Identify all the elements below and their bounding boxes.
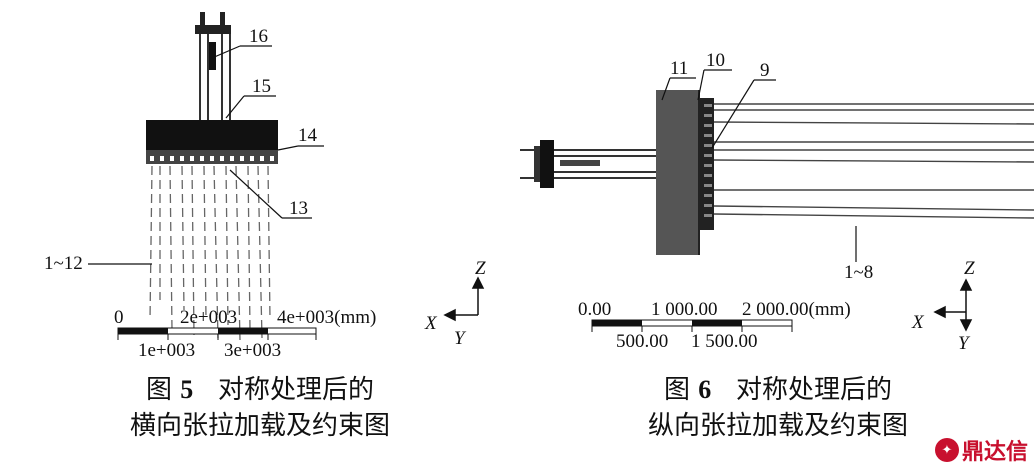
anchor-block-10 <box>698 90 700 255</box>
watermark: ✦ 鼎达信 <box>934 434 1028 466</box>
caption-prefix: 图 <box>145 375 172 405</box>
axis-z: Z <box>964 258 975 279</box>
figure-5: 16 15 14 13 1~12 0 2e+003 4e+003(mm) 1e+… <box>44 12 486 444</box>
caption-line-1: 图 5 对称处理后的 <box>60 372 460 408</box>
caption-number: 5 <box>180 375 194 404</box>
anchor-block-11 <box>656 90 698 255</box>
jack <box>209 42 216 70</box>
leader-15 <box>225 95 245 119</box>
axes-triad <box>443 276 485 322</box>
strands <box>713 103 1034 219</box>
anchor-block <box>146 120 278 150</box>
logo-icon: ✦ <box>934 438 959 462</box>
anchor-holes <box>150 156 274 161</box>
scale-top-2: 4e+003(mm) <box>277 307 377 328</box>
jack-inner <box>560 160 600 166</box>
axis-y: Y <box>958 333 969 354</box>
scale-top-0: 0 <box>114 307 124 328</box>
figure-6: 11 10 9 1~8 0.00 1 000.00 2 000.00(mm) 5… <box>520 0 1034 472</box>
scale-bottom-0: 500.00 <box>616 331 669 352</box>
caption-title-1: 对称处理后的 <box>736 375 893 405</box>
label-1-8: 1~8 <box>844 262 874 283</box>
leader-9 <box>711 79 755 149</box>
axis-x: X <box>425 313 437 334</box>
label-13: 13 <box>289 198 308 219</box>
scale-top-1: 1 000.00 <box>651 299 718 320</box>
figure-5-drawing <box>88 12 485 341</box>
caption-number: 6 <box>698 375 712 404</box>
label-11: 11 <box>670 58 689 79</box>
scale-top-2: 2 000.00(mm) <box>742 299 851 320</box>
figure-5-caption: 图 5 对称处理后的 横向张拉加载及约束图 <box>60 372 460 444</box>
figure-6-drawing <box>520 69 1034 332</box>
axis-x: X <box>912 312 924 333</box>
connector-pin-right <box>220 12 225 25</box>
jack-cap <box>534 146 540 182</box>
label-16: 16 <box>249 26 268 47</box>
strands <box>149 165 271 341</box>
axis-z: Z <box>475 258 486 279</box>
axes-triad <box>933 278 973 332</box>
scale-top-0: 0.00 <box>578 299 612 320</box>
caption-line-2: 横向张拉加载及约束图 <box>129 411 390 441</box>
leader-11 <box>661 77 671 101</box>
watermark-text: 鼎达信 <box>961 440 1028 465</box>
scale-bar <box>591 319 793 332</box>
label-10: 10 <box>706 50 725 71</box>
caption-prefix: 图 <box>663 375 690 405</box>
caption-title-1: 对称处理后的 <box>218 375 375 405</box>
leader-16 <box>211 45 241 59</box>
caption-line-2: 纵向张拉加载及约束图 <box>647 411 908 441</box>
scale-bottom-1: 1 500.00 <box>691 331 758 352</box>
top-connector <box>195 25 231 34</box>
label-14: 14 <box>298 125 317 146</box>
scale-top-1: 2e+003 <box>180 307 238 328</box>
plate-ribs <box>704 104 712 217</box>
axis-y: Y <box>454 328 465 349</box>
leader-14 <box>277 145 299 151</box>
leader-10 <box>697 69 705 101</box>
scale-bottom-0: 1e+003 <box>138 340 196 361</box>
label-15: 15 <box>252 76 271 97</box>
leader-13 <box>229 169 283 219</box>
label-1-12: 1~12 <box>44 253 83 274</box>
figure-6-caption: 图 6 对称处理后的 纵向张拉加载及约束图 <box>578 372 978 444</box>
label-9: 9 <box>760 60 770 81</box>
scale-bar <box>117 327 317 340</box>
scale-bottom-1: 3e+003 <box>224 340 282 361</box>
caption-line-1: 图 6 对称处理后的 <box>578 372 978 408</box>
jack-block <box>540 140 554 188</box>
connector-pin-left <box>200 12 205 25</box>
